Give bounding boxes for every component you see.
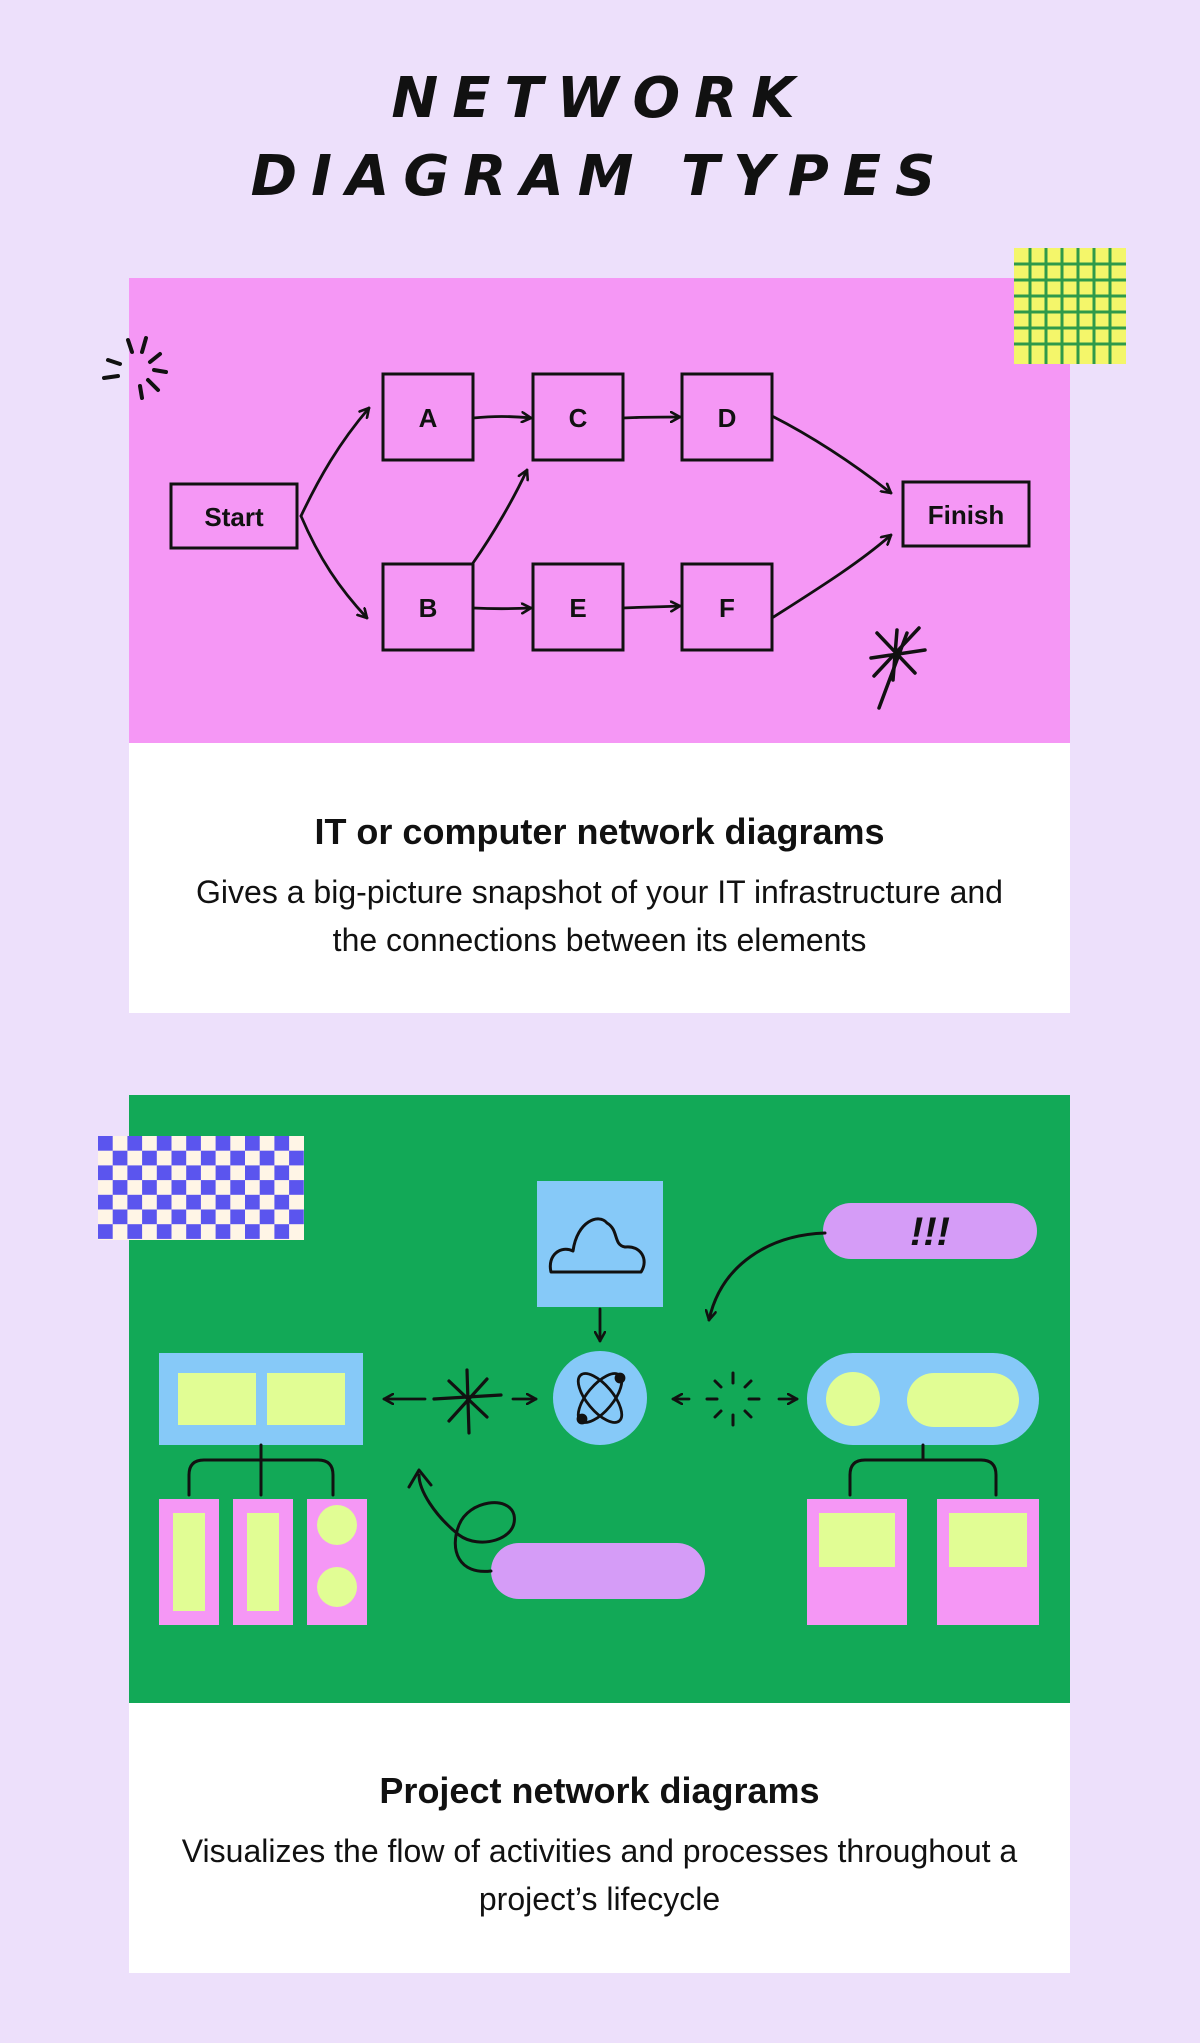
node-c-box	[531, 372, 625, 462]
arrow-alert-hub	[709, 1231, 827, 1322]
card-it-network: Start A B C E D F Finish IT or computer …	[129, 278, 1070, 1013]
node-b-label: B	[419, 593, 438, 623]
left-block-item-2	[267, 1373, 345, 1425]
task-pill	[491, 1543, 705, 1599]
node-e-box	[531, 562, 625, 652]
node-f-label: F	[719, 593, 735, 623]
node-finish-label: Finish	[928, 500, 1005, 530]
card1-heading: IT or computer network diagrams	[314, 811, 885, 852]
checker-square	[112, 1150, 128, 1166]
star-doodle-icon	[432, 1368, 503, 1435]
node-b-box	[381, 562, 475, 652]
checker-square	[112, 1209, 128, 1225]
card1-description: Gives a big-picture snapshot of your IT …	[196, 874, 1003, 958]
title-line-2: DIAGRAM TYPES	[250, 144, 950, 209]
loop-arrow	[417, 1473, 516, 1573]
node-finish-box	[901, 480, 1031, 548]
it-network-illustration: Start A B C E D F Finish	[129, 278, 1070, 743]
node-start-box	[169, 482, 299, 550]
right-block-item-1	[826, 1372, 880, 1426]
card1-caption: IT or computer network diagrams Gives a …	[129, 808, 1070, 964]
arrow-b-c	[471, 468, 527, 565]
right-block-item-2	[907, 1373, 1019, 1427]
cloud-box	[537, 1181, 663, 1307]
arrow-c-d	[621, 417, 682, 418]
card2-description: Visualizes the flow of activities and pr…	[181, 1833, 1018, 1917]
alert-pill-label: !!!	[910, 1210, 950, 1254]
arrow-b-e	[471, 608, 533, 609]
arrow-start-a	[299, 406, 371, 518]
arrow-start-b	[299, 514, 369, 620]
arrow-a-c	[471, 417, 533, 419]
card2-heading: Project network diagrams	[379, 1770, 820, 1811]
node-a-label: A	[419, 403, 438, 433]
checker-square	[98, 1194, 113, 1210]
checker-square	[112, 1180, 128, 1195]
node-a-box	[381, 372, 475, 462]
node-e-label: E	[569, 593, 586, 623]
cloud-icon	[548, 1217, 646, 1274]
left-block-item-1	[178, 1373, 256, 1425]
node-f-box	[680, 562, 774, 652]
right-bracket	[848, 1443, 998, 1497]
node-d-label: D	[718, 403, 737, 433]
left-bracket	[187, 1443, 335, 1497]
node-c-label: C	[569, 403, 588, 433]
arrow-f-finish	[770, 533, 893, 620]
node-d-box	[680, 372, 774, 462]
project-network-illustration: !!!	[129, 1095, 1070, 1703]
hub-circle	[553, 1351, 647, 1445]
checker-square	[98, 1136, 113, 1151]
arrow-e-f	[621, 606, 682, 608]
card-project-network: !!!	[129, 1095, 1070, 1973]
alert-pill	[823, 1203, 1037, 1259]
burst-doodle-icon	[705, 1371, 761, 1427]
arrow-d-finish	[770, 414, 893, 495]
star-doodle-icon	[869, 626, 927, 710]
flow-arrows	[299, 406, 893, 620]
page-title: NETWORK DIAGRAM TYPES	[0, 60, 1200, 216]
checker-square	[98, 1224, 113, 1239]
checker-square	[98, 1165, 113, 1181]
node-start-label: Start	[204, 502, 264, 532]
atom-icon	[576, 1372, 626, 1425]
card2-caption: Project network diagrams Visualizes the …	[129, 1767, 1070, 1923]
title-line-1: NETWORK	[391, 66, 809, 131]
